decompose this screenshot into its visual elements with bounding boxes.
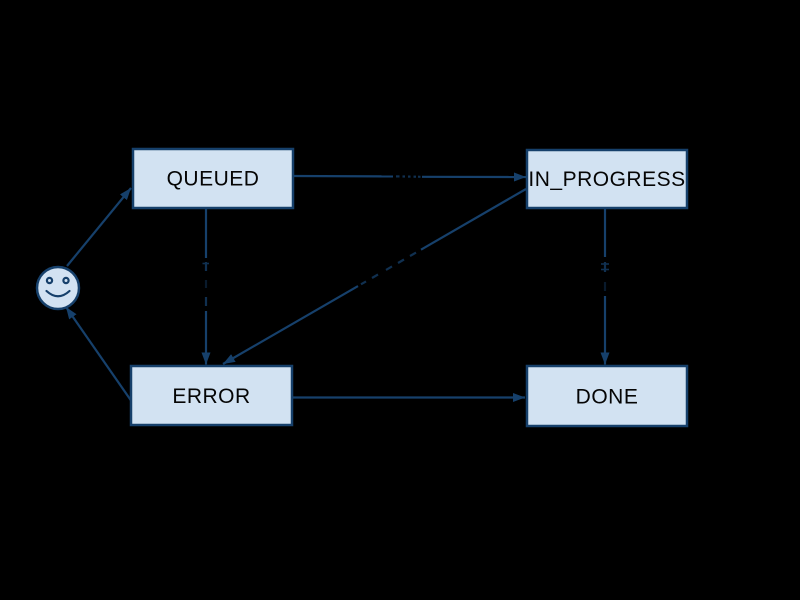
edges — [65, 172, 610, 402]
edge-queued-to-error — [201, 208, 211, 365]
illegible-edge-label-fragments — [601, 262, 609, 291]
illegible-edge-label-fragments — [202, 262, 209, 306]
state-node-error: ERROR — [129, 364, 294, 427]
state-node-done: DONE — [525, 364, 689, 428]
node-label: DONE — [576, 386, 639, 409]
node-box — [129, 364, 294, 427]
node-label: IN_PROGRESS — [528, 168, 685, 191]
smiley-mouth — [45, 289, 71, 298]
node-box — [525, 148, 689, 210]
state-node-in-progress: IN_PROGRESS — [525, 148, 689, 210]
node-label: ERROR — [172, 385, 250, 408]
state-node-queued: QUEUED — [131, 147, 295, 210]
node-box — [131, 147, 295, 210]
edge-in-progress-to-error — [222, 188, 527, 365]
edge-queued-to-in-progress — [292, 172, 527, 182]
illegible-edge-label-fragments — [360, 251, 417, 286]
edge-error-to-user — [65, 306, 132, 402]
smiley-face — [35, 265, 81, 311]
node-label: QUEUED — [167, 168, 260, 191]
smiley-right-eye — [62, 276, 70, 285]
node-box — [525, 364, 689, 428]
smiley-left-eye — [45, 276, 54, 285]
edge-in-progress-to-done — [600, 208, 610, 365]
user-smiley-icon — [35, 265, 81, 311]
edge-user-to-queued — [66, 187, 132, 267]
nodes: QUEUED IN_PROGRESS ERROR DONE — [35, 147, 689, 428]
